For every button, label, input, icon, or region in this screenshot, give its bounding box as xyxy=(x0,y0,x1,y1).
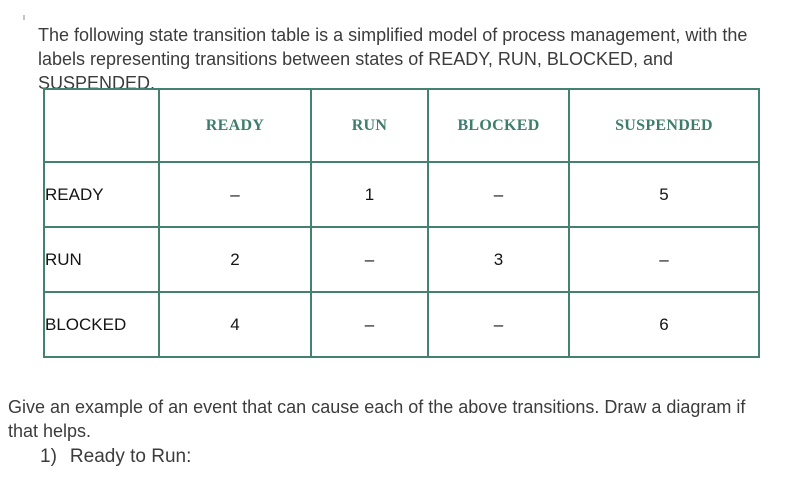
table-cell: 1 xyxy=(310,161,429,228)
table-header-row: READY RUN BLOCKED SUSPENDED xyxy=(43,88,760,163)
table-cell: – xyxy=(568,226,760,293)
question-number: 1) xyxy=(40,446,57,467)
table-cell: – xyxy=(310,226,429,293)
table-row-blocked: BLOCKED 4 – – 6 xyxy=(43,291,760,358)
column-header-suspended: SUSPENDED xyxy=(568,88,760,163)
table-cell: – xyxy=(427,161,570,228)
row-label-ready: READY xyxy=(43,161,160,228)
row-label-blocked: BLOCKED xyxy=(43,291,160,358)
stray-mark xyxy=(23,15,25,20)
table-cell: 3 xyxy=(427,226,570,293)
table-cell: 5 xyxy=(568,161,760,228)
row-label-run: RUN xyxy=(43,226,160,293)
table-row-run: RUN 2 – 3 – xyxy=(43,226,760,293)
instruction-paragraph: Give an example of an event that can cau… xyxy=(8,397,746,441)
corner-cell xyxy=(43,88,160,163)
table-row-ready: READY – 1 – 5 xyxy=(43,161,760,228)
question-item: 1) Ready to Run: xyxy=(40,446,191,468)
column-header-ready: READY xyxy=(158,88,312,163)
table-cell: – xyxy=(310,291,429,358)
intro-paragraph: The following state transition table is … xyxy=(38,25,748,93)
table-cell: 4 xyxy=(158,291,312,358)
column-header-blocked: BLOCKED xyxy=(427,88,570,163)
question-label: Ready to Run: xyxy=(69,446,192,467)
table-cell: 6 xyxy=(568,291,760,358)
table-cell: – xyxy=(427,291,570,358)
state-transition-table: READY RUN BLOCKED SUSPENDED READY – 1 – … xyxy=(43,88,760,358)
table-cell: 2 xyxy=(158,226,312,293)
table-cell: – xyxy=(158,161,312,228)
column-header-run: RUN xyxy=(310,88,429,163)
